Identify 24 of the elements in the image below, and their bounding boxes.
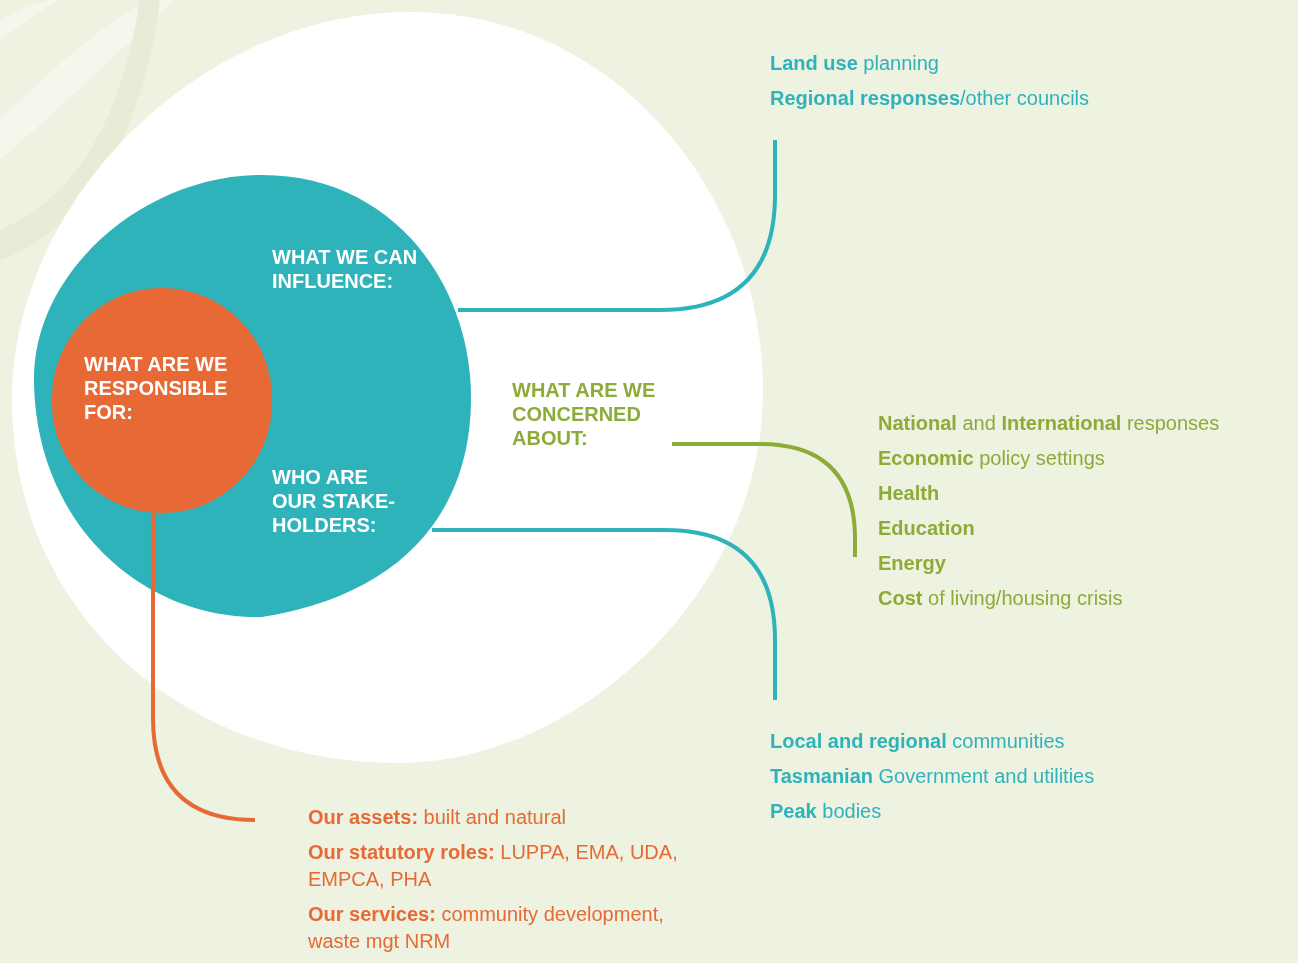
list-item: National and International responses (878, 411, 1221, 436)
circle-heading: WHAT WE CAN INFLUENCE: (272, 245, 419, 293)
list-item: Our assets: built and natural (308, 805, 567, 830)
middle-circle (32, 173, 473, 620)
list-item: Our statutory roles: LUPPA, EMA, UDA, EMPCA, PHA (308, 840, 679, 892)
list-item: Health (878, 481, 941, 506)
connector-line (672, 442, 857, 557)
heading-text: WHAT ARE WE CONCERNED ABOUT: (512, 378, 657, 450)
list-item: Cost of living/housing crisis (878, 586, 1124, 611)
list-item: Our services: community development, waste mgt NRM (308, 902, 665, 954)
list-item: Regional responses/other councils (770, 86, 1091, 111)
outer-circle (10, 10, 765, 765)
circle-heading: WHAT ARE WE RESPONSIBLE FOR: (84, 352, 229, 424)
list-item: Economic policy settings (878, 446, 1106, 471)
connector-line (432, 528, 777, 700)
list-item: Land use planning (770, 51, 940, 76)
circle-heading: WHO ARE OUR STAKE- HOLDERS: (272, 465, 396, 537)
list-item: Education (878, 516, 976, 541)
list-item: Energy (878, 551, 947, 576)
connector-line (458, 140, 777, 312)
list-item: Local and regional communities (770, 729, 1066, 754)
list-item: Tasmanian Government and utilities (770, 764, 1096, 789)
connector-line (151, 513, 257, 822)
list-item: Peak bodies (770, 799, 883, 824)
